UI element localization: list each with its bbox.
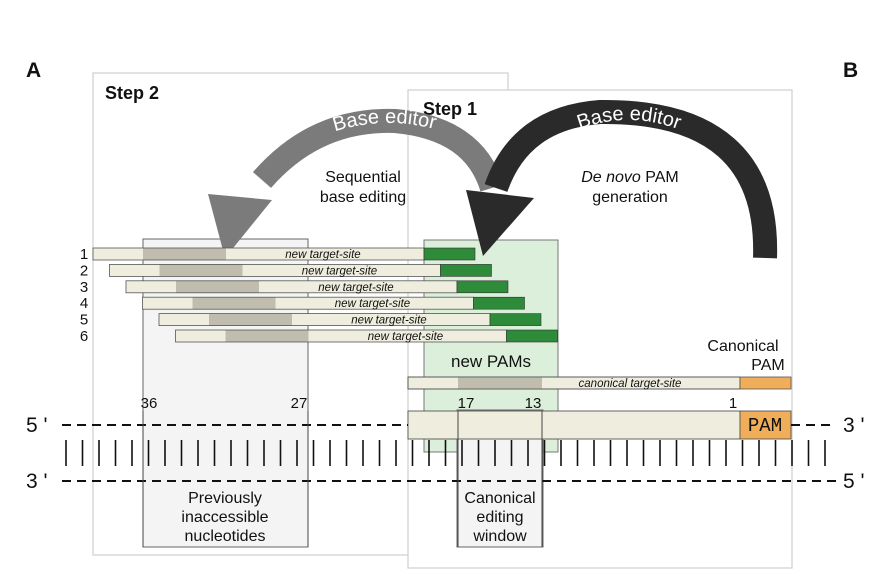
- guide-number: 6: [80, 328, 88, 345]
- canonical-target-bar: canonical target-site: [407, 376, 792, 390]
- guide-label: new target-site: [351, 315, 426, 327]
- previous-window-line3: nucleotides: [185, 528, 266, 545]
- guide-new-pam: [440, 264, 492, 277]
- guide-label: new target-site: [302, 265, 377, 277]
- step2-caption-line1: Sequential: [325, 169, 401, 186]
- step1-caption-italic: De novo: [581, 169, 641, 186]
- step2-title: Step 2: [105, 83, 159, 103]
- guide-bars: 1 new target-site 2 new target-site 3 new tar…: [80, 246, 558, 345]
- guide-bar: [159, 313, 490, 326]
- step1-arrow: [466, 99, 778, 259]
- strand-top-left-label: 5 ': [26, 414, 48, 437]
- guide-number: 5: [80, 312, 88, 329]
- position-27: 27: [291, 395, 308, 412]
- step1-caption-line1: De novo PAM: [581, 169, 679, 186]
- guide-bar: [93, 248, 424, 260]
- panel-letter-b: B: [843, 59, 858, 82]
- panel-letter-a: A: [26, 59, 41, 82]
- guide-edit-window: [225, 330, 309, 342]
- previous-window-cover: [143, 425, 308, 485]
- guide-bar: [109, 264, 441, 277]
- position-17: 17: [458, 395, 475, 412]
- canonical-target-label: canonical target-site: [579, 378, 682, 390]
- guide-6: 6 new target-site: [80, 328, 558, 345]
- guide-edit-window: [209, 313, 292, 326]
- position-13: 13: [525, 395, 542, 412]
- base-pair-rungs: [65, 440, 826, 466]
- guide-label: new target-site: [285, 249, 360, 261]
- guide-label: new target-site: [335, 298, 410, 310]
- guide-number: 1: [80, 246, 88, 263]
- guide-new-pam: [473, 296, 525, 310]
- guide-new-pam: [456, 280, 509, 294]
- strand-bottom-left-label: 3 ': [26, 470, 48, 493]
- guide-new-pam: [489, 313, 542, 326]
- guide-bar: [142, 297, 474, 310]
- guide-edit-window: [143, 248, 226, 260]
- step2-arrow: [208, 108, 504, 258]
- guide-new-pam: [423, 247, 476, 261]
- guide-1: 1 new target-site: [80, 246, 476, 263]
- guide-4: 4 new target-site: [80, 295, 525, 312]
- strand-top-right-label: 3 ': [843, 414, 865, 437]
- step1-caption-rest: PAM: [641, 169, 679, 186]
- guide-bar: [126, 280, 457, 293]
- position-1: 1: [729, 395, 737, 412]
- step2-caption-line2: base editing: [320, 189, 406, 206]
- guide-edit-window: [176, 280, 259, 293]
- protospacer-bar: PAM: [407, 410, 792, 440]
- previous-window-line1: Previously: [188, 490, 262, 507]
- canonical-window-line1: Canonical: [464, 490, 535, 507]
- canonical-pam-label-line2: PAM: [751, 357, 784, 374]
- canonical-window-line2: editing: [476, 509, 523, 526]
- guide-number: 3: [80, 279, 88, 296]
- guide-label: new target-site: [318, 282, 393, 294]
- guide-number: 2: [80, 262, 88, 279]
- previous-window-line2: inaccessible: [181, 509, 268, 526]
- window-lines: [142, 411, 543, 547]
- canonical-pam-label-line1: Canonical: [707, 338, 778, 355]
- pam-box-label: PAM: [748, 415, 782, 437]
- guide-edit-window: [159, 264, 243, 277]
- guide-new-pam: [506, 329, 558, 343]
- canonical-window-line3: window: [472, 528, 527, 545]
- guide-number: 4: [80, 295, 88, 312]
- position-36: 36: [141, 395, 158, 412]
- guide-edit-window: [192, 297, 276, 310]
- guide-5: 5 new target-site: [80, 312, 542, 329]
- guide-bar: [175, 330, 507, 342]
- guide-3: 3 new target-site: [80, 279, 509, 296]
- strand-bottom-right-label: 5 ': [843, 470, 865, 493]
- step1-title: Step 1: [423, 99, 477, 119]
- step1-caption-line2: generation: [592, 189, 668, 206]
- new-pams-label: new PAMs: [451, 352, 531, 371]
- guide-label: new target-site: [368, 331, 443, 343]
- guide-2: 2 new target-site: [80, 262, 492, 279]
